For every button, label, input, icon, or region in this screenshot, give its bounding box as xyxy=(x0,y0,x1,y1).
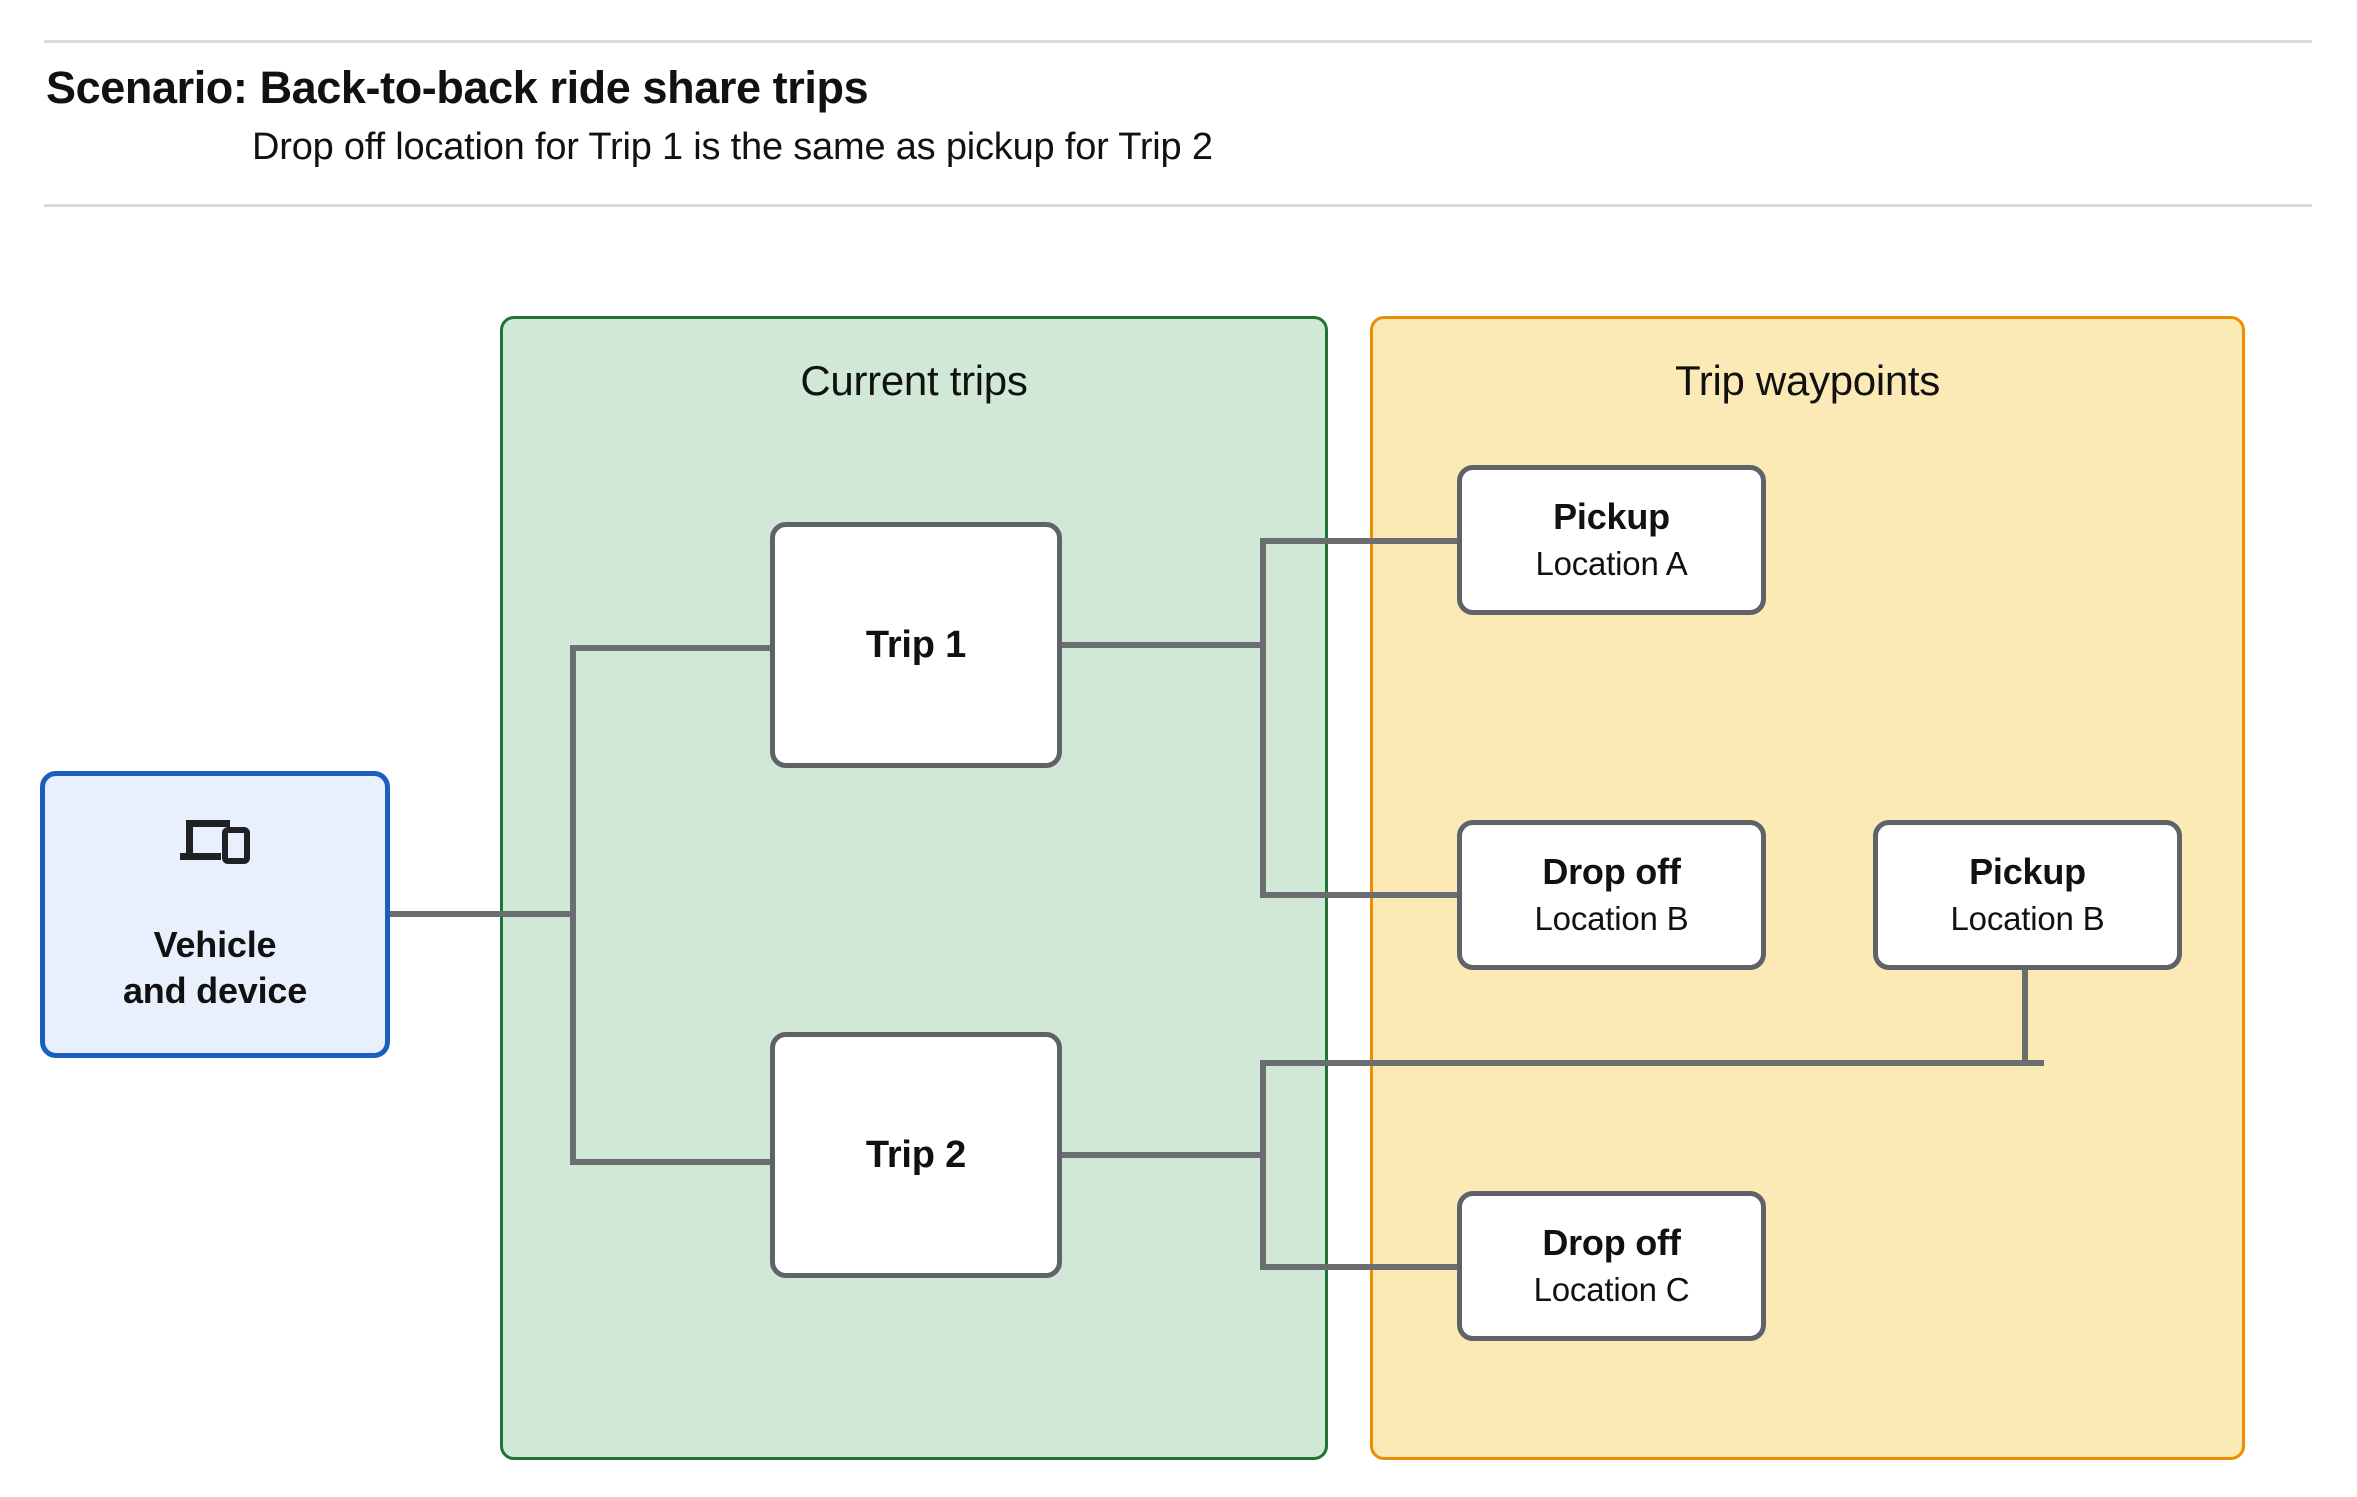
node-waypoint-dropoff-b-location: Location B xyxy=(1534,900,1689,938)
panel-current-trips: Current trips xyxy=(500,316,1328,1460)
connector-trip1-to-pickup-a xyxy=(1260,538,1462,544)
header-divider-top xyxy=(44,40,2312,43)
node-waypoint-dropoff-c-location: Location C xyxy=(1533,1271,1690,1309)
node-waypoint-pickup-a[interactable]: Pickup Location A xyxy=(1457,465,1766,615)
node-vehicle-label: Vehicle and device xyxy=(123,922,307,1013)
node-vehicle-line2: and device xyxy=(122,969,308,1011)
connector-trip1-out xyxy=(1056,642,1266,648)
node-trip-1-label: Trip 1 xyxy=(865,623,967,666)
connector-trip1-junction-vertical xyxy=(1260,538,1266,898)
node-waypoint-dropoff-b[interactable]: Drop off Location B xyxy=(1457,820,1766,970)
node-waypoint-pickup-a-location: Location A xyxy=(1535,545,1688,583)
node-waypoint-pickup-b-type: Pickup xyxy=(1969,850,2086,892)
header-divider-bottom xyxy=(44,204,2312,207)
connector-trip2-junction-vertical xyxy=(1260,1060,1266,1270)
panel-trip-waypoints-title: Trip waypoints xyxy=(1674,357,1940,404)
node-trip-2-label: Trip 2 xyxy=(865,1133,967,1176)
page-subtitle: Drop off location for Trip 1 is the same… xyxy=(252,126,1213,168)
connector-bus-to-trip1 xyxy=(570,645,776,651)
connector-bus-to-trip2 xyxy=(570,1159,776,1165)
node-vehicle-line1: Vehicle xyxy=(153,924,277,966)
node-vehicle-and-device[interactable]: Vehicle and device xyxy=(40,771,390,1058)
connector-pickup-b-down xyxy=(2022,965,2028,1066)
node-waypoint-dropoff-b-type: Drop off xyxy=(1542,850,1681,892)
node-trip-2[interactable]: Trip 2 xyxy=(770,1032,1062,1278)
node-waypoint-pickup-b-location: Location B xyxy=(1950,900,2105,938)
connector-bus-vertical xyxy=(570,645,576,1165)
node-waypoint-dropoff-c[interactable]: Drop off Location C xyxy=(1457,1191,1766,1341)
panel-current-trips-title: Current trips xyxy=(800,357,1028,404)
connector-vehicle-to-bus xyxy=(390,911,576,917)
connector-trip1-to-dropoff-b xyxy=(1260,892,1462,898)
node-trip-1[interactable]: Trip 1 xyxy=(770,522,1062,768)
page-title: Scenario: Back-to-back ride share trips xyxy=(46,62,869,113)
node-waypoint-dropoff-c-type: Drop off xyxy=(1542,1221,1681,1263)
node-waypoint-pickup-b[interactable]: Pickup Location B xyxy=(1873,820,2182,970)
connector-trip2-to-dropoff-c xyxy=(1260,1264,1462,1270)
laptop-and-phone-icon xyxy=(180,820,250,865)
node-waypoint-pickup-a-type: Pickup xyxy=(1553,495,1670,537)
connector-trip2-out xyxy=(1056,1152,1266,1158)
connector-trip2-to-pickup-b xyxy=(1260,1060,2044,1066)
